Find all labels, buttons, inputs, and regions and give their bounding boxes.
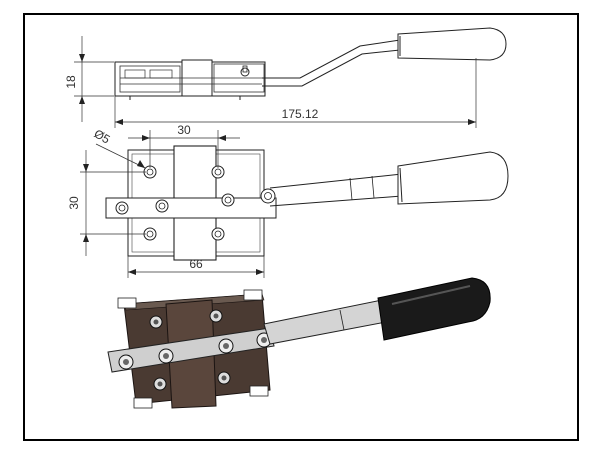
plan-view-handle-bar — [269, 173, 403, 189]
dim-hole-spacing: 30 — [177, 123, 191, 137]
iso-grip — [377, 277, 491, 341]
iso-slide-bar — [107, 327, 275, 373]
side-view-grip — [397, 27, 507, 61]
isometric-view — [107, 277, 491, 409]
plan-view-slide-bar — [105, 197, 277, 219]
dim-base-width: 66 — [189, 257, 203, 271]
dim-height-side: 18 — [64, 75, 78, 89]
plan-view-grip — [397, 151, 509, 205]
side-view: 18 175.12 — [64, 27, 507, 128]
plan-view: 30 Ø5 30 66 — [67, 123, 509, 278]
dim-length-total: 175.12 — [282, 107, 319, 121]
side-view-handle-bar — [262, 39, 401, 79]
dim-height-plan: 30 — [67, 196, 81, 210]
